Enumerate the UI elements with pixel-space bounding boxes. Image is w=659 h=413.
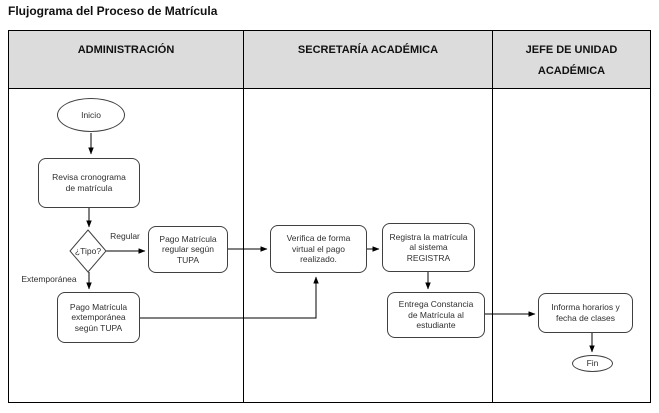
process-registra-matricula: Registra la matrícula al sistema REGISTR… <box>382 223 475 272</box>
edge-label-regular: Regular <box>110 231 140 241</box>
process-verifica-pago: Verifica de forma virtual el pago realiz… <box>270 225 367 273</box>
page-title: Flujograma del Proceso de Matrícula <box>8 4 218 18</box>
edge-label-extemporanea: Extemporánea <box>21 274 77 284</box>
process-pago-extemporanea: Pago Matrícula extemporánea según TUPA <box>57 292 140 343</box>
start-node: Inicio <box>57 98 125 132</box>
process-entrega-constancia: Entrega Constancia de Matrícula al estud… <box>387 292 485 338</box>
process-informa-horarios: Informa horarios y fecha de clases <box>538 293 633 333</box>
process-revisa-cronograma: Revisa cronograma de matrícula <box>38 158 140 208</box>
swimlane-table: ADMINISTRACIÓN SECRETARÍA ACADÉMICA JEFE… <box>8 30 651 403</box>
lane-header-row <box>9 31 650 89</box>
end-node: Fin <box>572 355 613 372</box>
lane-divider-1 <box>243 31 244 402</box>
lane-header-administracion: ADMINISTRACIÓN <box>77 44 175 56</box>
lane-header-secretaria-academica: SECRETARÍA ACADÉMICA <box>297 44 439 56</box>
decision-tipo-label: ¿Tipo? <box>74 246 102 256</box>
lane-header-jefe-unidad-academica: JEFE DE UNIDAD ACADÉMICA <box>525 44 618 77</box>
process-pago-regular: Pago Matrícula regular según TUPA <box>148 226 228 273</box>
lane-divider-2 <box>492 31 493 402</box>
